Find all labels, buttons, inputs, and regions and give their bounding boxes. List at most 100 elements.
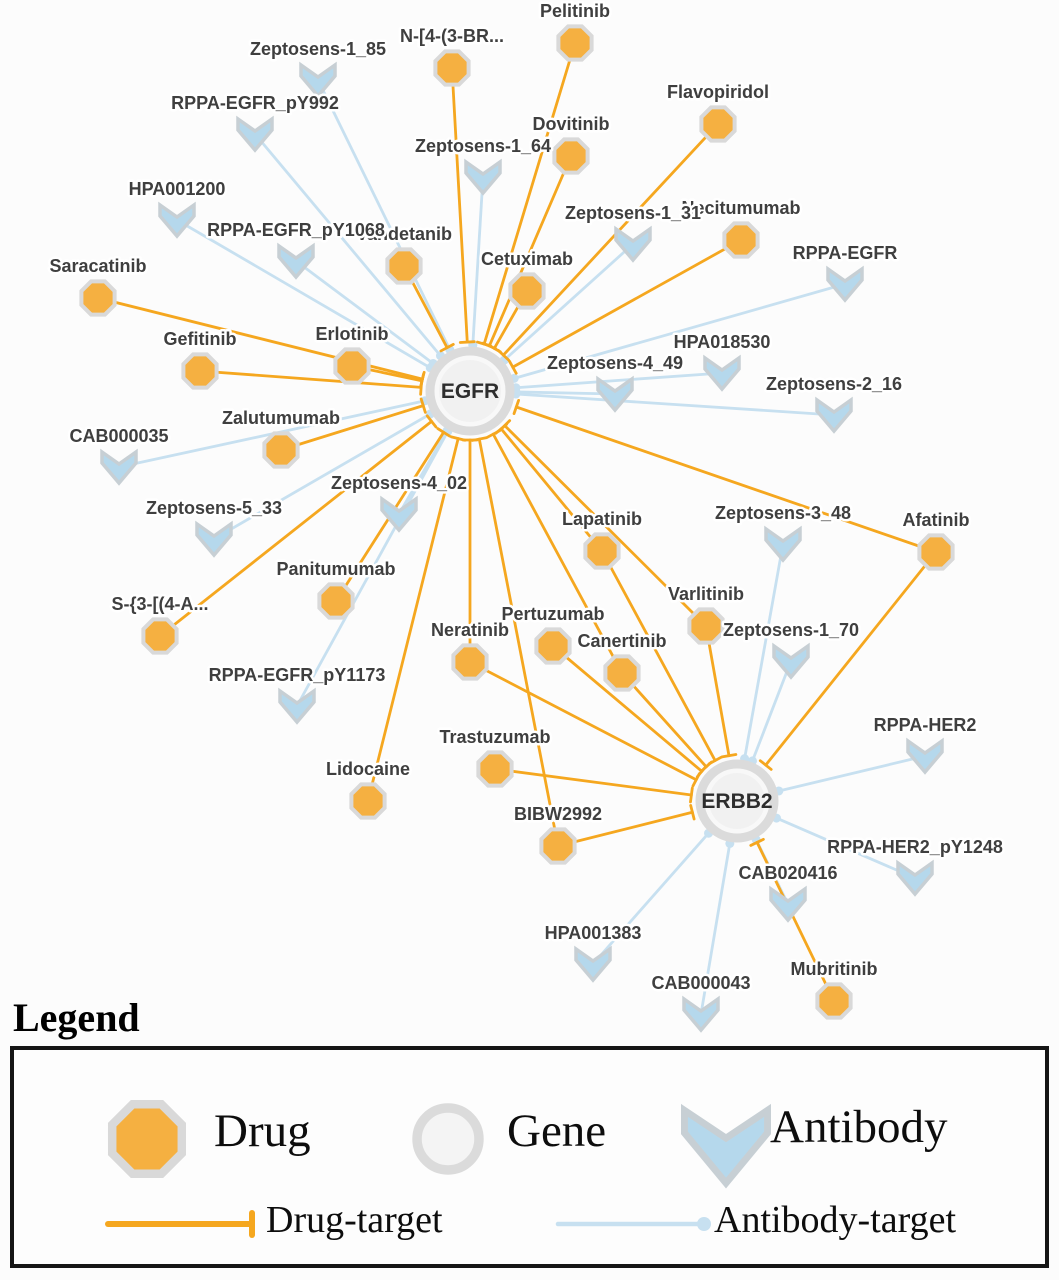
drug-edge-tee [419, 372, 425, 390]
drug-node-vandetanib [385, 247, 423, 285]
antibody-node-zeptosens-1-70 [772, 642, 810, 680]
drug-label-afatinib: Afatinib [903, 510, 970, 530]
antibody-node-hpa018530 [703, 354, 741, 392]
antibody-label-zeptosens-1-31: Zeptosens-1_31 [565, 203, 701, 223]
drug-target-edge-neratinib-erbb2 [468, 660, 698, 782]
antibody-node-cab000035 [100, 448, 138, 486]
antibody-node-cab000043 [682, 995, 720, 1033]
drug-node-cetuximab [508, 272, 546, 310]
drug-node-lapatinib [583, 532, 621, 570]
antibody-target-edge-zeptosens-3-48-erbb2 [743, 543, 785, 759]
antibody-target-edge-hpa001383-erbb2 [591, 832, 710, 965]
drug-target-edge-lidocaine-egfr [366, 437, 460, 803]
antibody-target-edge-rppa-her2-py1248-erbb2 [775, 816, 916, 880]
antibody-node-zeptosens-1-64 [464, 158, 502, 196]
drug-node-trastuzumab [476, 750, 514, 788]
drug-target-edge-zalutumumab-egfr [279, 404, 425, 452]
drug-label-dovitinib: Dovitinib [533, 114, 610, 134]
drug-target-edge-pelitinib-egfr [482, 41, 577, 346]
drug-target-edge-canertinib-erbb2 [620, 671, 708, 769]
drug-target-edge-mubritinib-erbb2 [755, 840, 836, 1003]
drug-edge-tee [486, 343, 502, 354]
drug-target-edge-n-4-3-br-egfr [450, 66, 469, 344]
drug-edge-tee [436, 427, 451, 438]
antibody-label-zeptosens-1-64: Zeptosens-1_64 [415, 136, 551, 156]
drug-target-edge-s-3-4-a-egfr [158, 419, 433, 638]
drug-edge-tee [689, 804, 696, 821]
drug-label-varlitinib: Varlitinib [668, 584, 744, 604]
drug-node-s-3-4-a [141, 617, 179, 655]
drug-edge-tee [498, 419, 512, 432]
drug-edge-tee [758, 759, 773, 771]
drug-edge-tee [425, 414, 438, 429]
antibody-label-cab000035: CAB000035 [69, 426, 168, 446]
drug-target-edge-bibw2992-egfr [477, 437, 560, 848]
antibody-legend-label: Antibody [770, 1101, 948, 1153]
drug-target-edge-lapatinib-erbb2 [600, 549, 717, 762]
antibody-node-hpa001200 [158, 201, 196, 239]
antibody-node-hpa001383 [574, 945, 612, 983]
gene-label-egfr: EGFR [441, 380, 499, 403]
drug-node-bibw2992 [539, 827, 577, 865]
drug-node-gefitinib [181, 352, 219, 390]
antibody-node-cab020416 [769, 885, 807, 923]
antibody-label-rppa-egfr-py1068: RPPA-EGFR_pY1068 [207, 220, 385, 240]
drug-label-lidocaine: Lidocaine [326, 759, 410, 779]
drug-node-zalutumumab [262, 431, 300, 469]
drug-target-edge-pertuzumab-erbb2 [551, 644, 704, 773]
antibody-label-zeptosens-1-70: Zeptosens-1_70 [723, 620, 859, 640]
drug-node-afatinib [917, 533, 955, 571]
drug-label-canertinib: Canertinib [577, 631, 666, 651]
drug-node-panitumumab [317, 582, 355, 620]
drug-node-saracatinib [79, 279, 117, 317]
antibody-label-zeptosens-2-16: Zeptosens-2_16 [766, 374, 902, 394]
drug-target-legend-line [105, 1210, 255, 1238]
gene-node-inner [709, 773, 765, 829]
antibody-node-zeptosens-4-02 [380, 495, 418, 533]
antibody-target-edge-rppa-egfr-py992-egfr [253, 133, 442, 357]
antibody-node-rppa-her2 [906, 737, 944, 775]
antibody-label-zeptosens-3-48: Zeptosens-3_48 [715, 503, 851, 523]
antibody-label-hpa018530: HPA018530 [674, 332, 771, 352]
drug-label-zalutumumab: Zalutumumab [222, 408, 340, 428]
antibody-target-edge-rppa-egfr-egfr [513, 282, 846, 380]
antibody-label-zeptosens-1-85: Zeptosens-1_85 [250, 39, 386, 59]
antibody-label-rppa-her2: RPPA-HER2 [874, 715, 977, 735]
antibody-target-edge-zeptosens-1-70-erbb2 [751, 660, 793, 762]
drug-target-edge-lapatinib-egfr [499, 427, 604, 553]
antibody-label-rppa-egfr-py1173: RPPA-EGFR_pY1173 [209, 665, 386, 685]
drug-target-edge-dovitinib-egfr [487, 154, 573, 348]
drug-node-varlitinib [687, 607, 725, 645]
drug-target-edge-gefitinib-egfr [198, 369, 423, 389]
antibody-label-hpa001200: HPA001200 [129, 179, 226, 199]
nodes [79, 24, 955, 1033]
drug-node-dovitinib [552, 137, 590, 175]
antibody-node-rppa-egfr-py1068 [277, 242, 315, 280]
drug-node-pertuzumab [534, 627, 572, 665]
drug-target-legend-label: Drug-target [266, 1199, 443, 1241]
antibody-target-edge-rppa-egfr-py1068-egfr [295, 259, 434, 365]
gene-node-inner [439, 360, 501, 422]
legend-title: Legend [13, 995, 140, 1040]
drug-edge-tee [507, 359, 518, 375]
drug-target-edge-varlitinib-egfr [503, 424, 708, 628]
antibody-label-cab020416: CAB020416 [738, 863, 837, 883]
drug-edge-tee [699, 760, 713, 773]
drug-target-edge-necitumumab-egfr [511, 238, 743, 369]
antibody-label-zeptosens-5-33: Zeptosens-5_33 [146, 498, 282, 518]
drug-target-edge-afatinib-erbb2 [764, 550, 938, 767]
antibody-target-edge-rppa-egfr-py1173-egfr [295, 430, 450, 707]
drug-label-pelitinib: Pelitinib [540, 1, 610, 21]
drug-label-erlotinib: Erlotinib [316, 324, 389, 344]
antibody-target-legend-line [555, 1217, 711, 1231]
antibody-node-zeptosens-2-16 [815, 396, 853, 434]
drug-label-saracatinib: Saracatinib [49, 256, 146, 276]
antibody-label-zeptosens-4-02: Zeptosens-4_02 [331, 473, 467, 493]
drug-target-edge-varlitinib-erbb2 [704, 624, 731, 758]
drug-label-neratinib: Neratinib [431, 620, 509, 640]
antibody-target-edge-zeptosens-2-16-egfr [515, 392, 835, 417]
antibody-node-rppa-egfr [826, 265, 864, 303]
drug-label-lapatinib: Lapatinib [562, 509, 642, 529]
drug-node-canertinib [603, 654, 641, 692]
